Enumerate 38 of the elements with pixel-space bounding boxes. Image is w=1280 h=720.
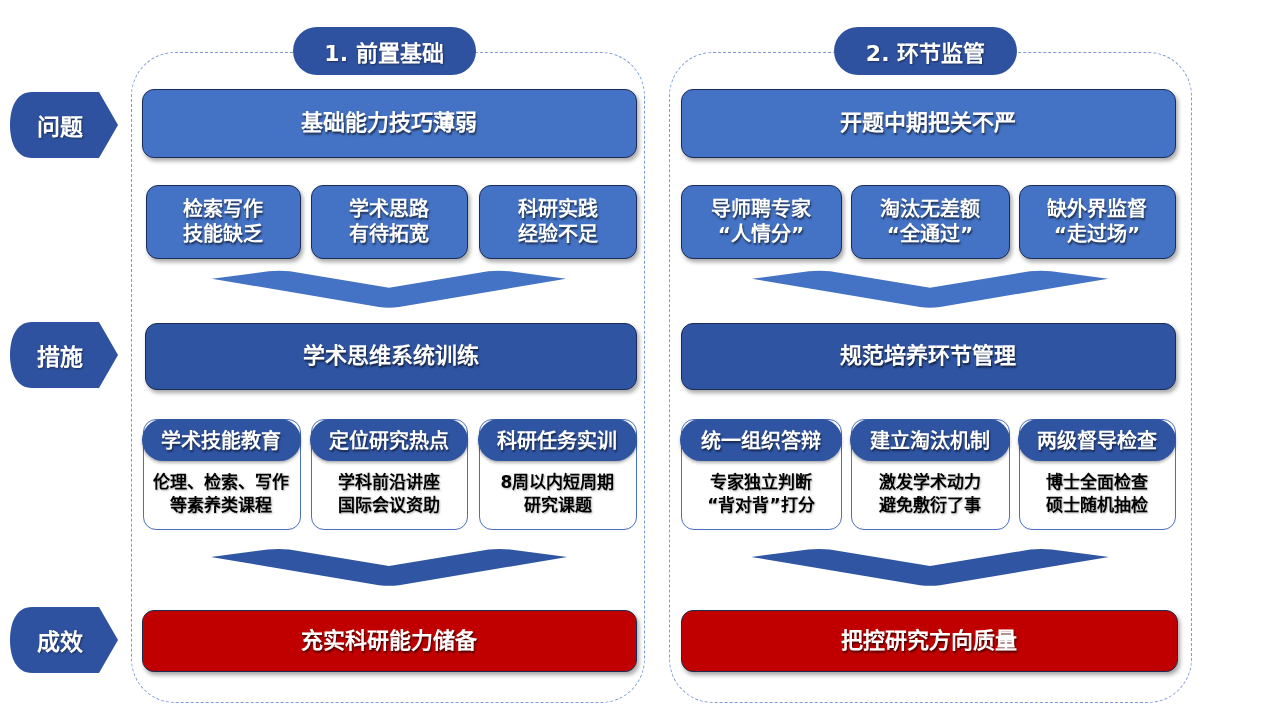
row-tag: 问题 — [10, 92, 118, 158]
problem-item-box: 检索写作技能缺乏 — [145, 184, 301, 259]
problem-heading-box: 开题中期把关不严 — [680, 88, 1176, 158]
measure-card — [478, 418, 637, 530]
result-box: 把控研究方向质量 — [680, 609, 1178, 672]
card-text: 博士全面检查硕士随机抽检 — [1045, 471, 1149, 517]
chevron-arrow — [751, 270, 1109, 308]
chevron-arrow — [751, 549, 1109, 586]
card-heading: 统一组织答辩 — [679, 418, 842, 461]
card-text: 学科前沿讲座国际会议资助 — [337, 471, 441, 517]
problem-item-box: 导师聘专家“人情分” — [680, 184, 842, 259]
result-box: 充实科研能力储备 — [141, 609, 637, 672]
chevron-arrow — [211, 270, 567, 308]
problem-item-box: 学术思路有待拓宽 — [310, 184, 468, 259]
problem-item-box: 淘汰无差额“全通过” — [850, 184, 1010, 259]
problem-heading-box: 基础能力技巧薄弱 — [141, 88, 637, 158]
measure-card — [142, 418, 301, 530]
section-title: 1. 前置基础 — [292, 27, 476, 75]
card-heading: 科研任务实训 — [477, 418, 637, 461]
measure-card — [680, 418, 842, 530]
card-heading: 两级督导检查 — [1017, 418, 1176, 461]
measure-card — [1018, 418, 1176, 530]
problem-item-box: 缺外界监督“走过场” — [1018, 184, 1176, 259]
measure-heading-box: 规范培养环节管理 — [680, 322, 1176, 390]
card-heading: 建立淘汰机制 — [849, 418, 1010, 461]
section-title: 2. 环节监管 — [834, 27, 1017, 75]
card-heading: 学术技能教育 — [141, 418, 301, 461]
measure-card — [850, 418, 1010, 530]
measure-card — [310, 418, 468, 530]
card-heading: 定位研究热点 — [309, 418, 468, 461]
card-text: 伦理、检索、写作等素养类课程 — [152, 471, 291, 517]
row-tag: 成效 — [10, 607, 118, 673]
card-text: 激发学术动力避免敷衍了事 — [878, 471, 982, 517]
card-text: 8周以内短周期研究课题 — [499, 471, 616, 517]
card-text: 专家独立判断“背对背”打分 — [706, 471, 816, 517]
problem-item-box: 科研实践经验不足 — [478, 184, 637, 259]
row-tag: 措施 — [10, 322, 118, 388]
measure-heading-box: 学术思维系统训练 — [144, 322, 637, 390]
